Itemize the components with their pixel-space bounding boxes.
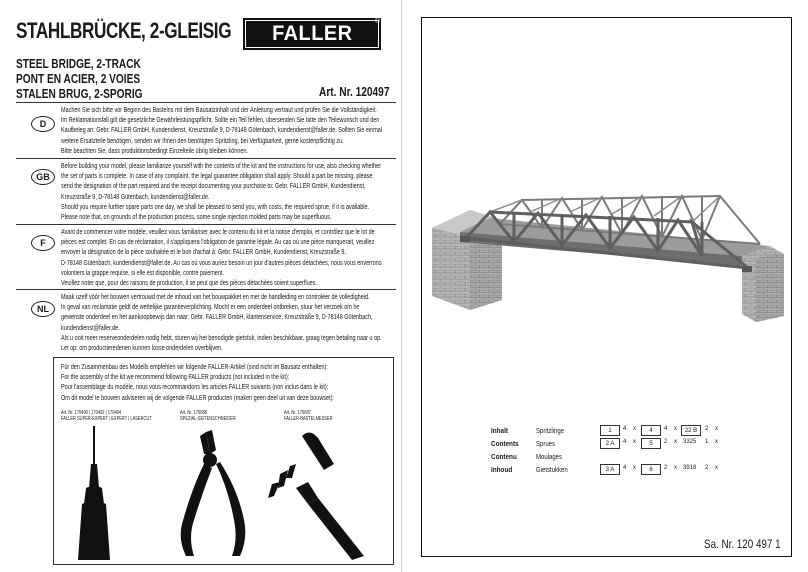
steel-bridge-illustration	[432, 193, 784, 322]
page-divider	[401, 0, 402, 572]
section-nl-text: Maak uzelf vóór het bouwen vertrouwd met…	[61, 292, 382, 353]
divider	[16, 224, 396, 225]
tool-cutter-art: Art. Nr. 170688	[180, 410, 207, 416]
parts-row: Contenu Moulages	[491, 452, 563, 461]
subtitle-en: STEEL BRIDGE, 2-TRACK	[16, 56, 141, 71]
lang-badge-nl: NL	[31, 301, 55, 317]
lang-badge-d: D	[31, 116, 55, 132]
section-en-text: Before building your model, please famil…	[61, 161, 382, 222]
lang-badge-gb: GB	[31, 169, 55, 185]
subtitle-nl: STALEN BRUG, 2-SPORIG	[16, 86, 143, 101]
sa-number: Sa. Nr. 120 497 1	[704, 537, 781, 551]
tool-glue-art: Art. Nr. 170490 | 170492 | 170494	[61, 410, 122, 416]
tool-knife-name: FALLER-BASTELMESSER	[284, 416, 333, 422]
subtitle-fr: PONT EN ACIER, 2 VOIES	[16, 71, 141, 86]
page-title: STAHLBRÜCKE, 2-GLEISIG	[16, 18, 232, 43]
logo-text: FALLER	[271, 22, 353, 45]
registered-mark: ®	[374, 18, 380, 25]
section-fr-text: Avant de commencer votre modèle, veuille…	[61, 227, 382, 288]
divider	[16, 102, 396, 103]
divider	[16, 158, 396, 159]
tool-cutter-name: SPEZIAL-SEITENSCHNEIDER	[180, 416, 236, 422]
glue-bottle-icon	[78, 426, 110, 560]
recommended-tools-text: Für den Zusammenbau des Modells empfehle…	[61, 362, 334, 402]
side-cutter-icon	[180, 430, 246, 556]
tool-glue-name: FALLER SUPER-EXPERT | EXPERT | LASERCUT	[61, 416, 152, 422]
lang-badge-f: F	[31, 235, 55, 251]
recommended-tools-box	[53, 357, 394, 565]
tool-knife-art: Art. Nr. 170687	[284, 410, 311, 416]
section-de-text: Machen Sie sich bitte vor Beginn des Bas…	[61, 105, 383, 155]
illustration-frame	[421, 17, 792, 557]
divider	[16, 289, 396, 290]
hobby-knife-icon	[268, 432, 364, 560]
article-number: Art. Nr. 120497	[319, 84, 390, 99]
faller-logo: FALLER ®	[243, 18, 381, 50]
